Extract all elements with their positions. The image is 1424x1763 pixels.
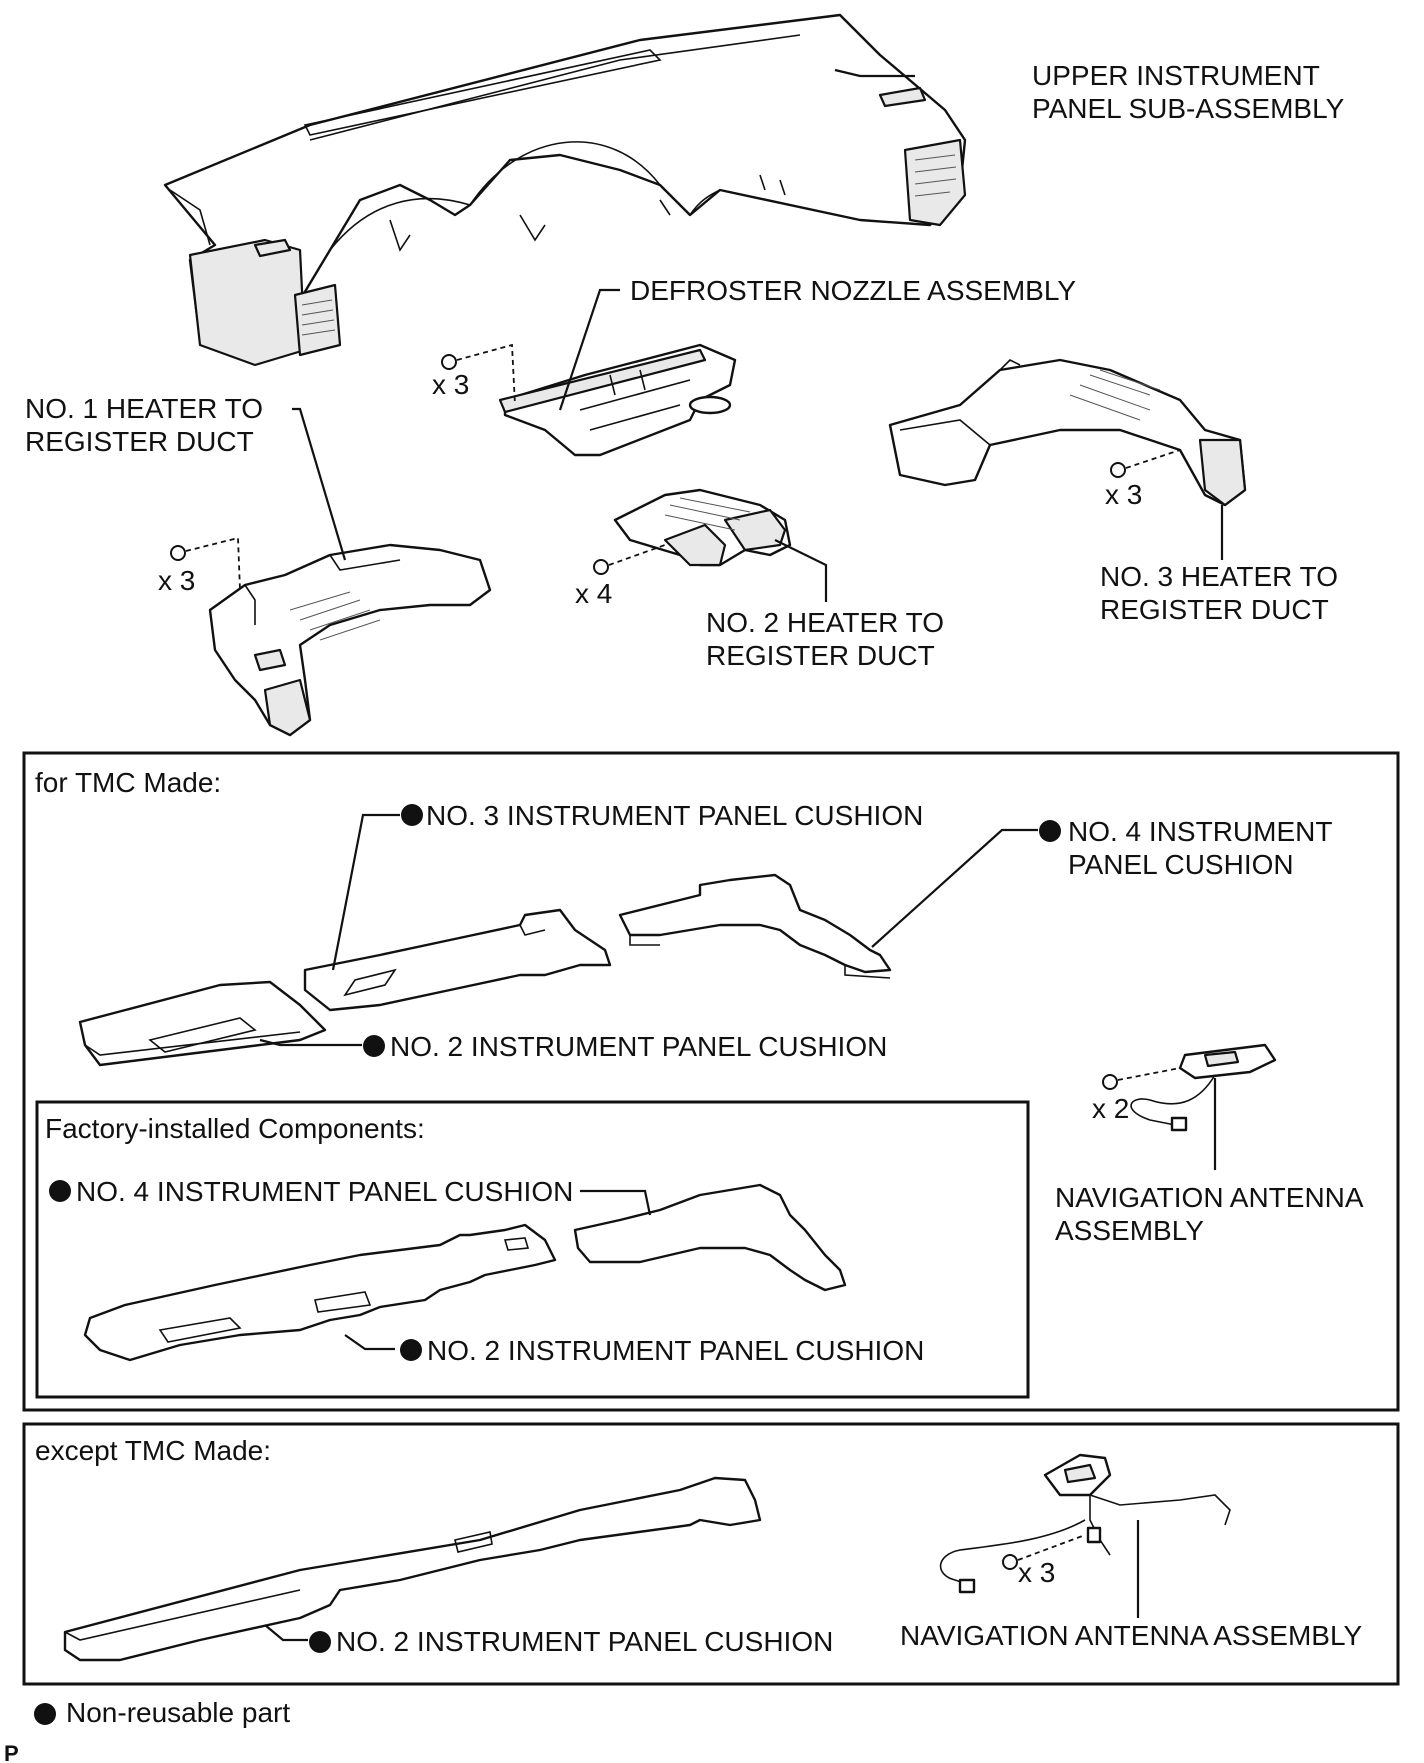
except-nav-screw [1002,1534,1086,1570]
non-reusable-marker [401,804,423,826]
no1-duct-screw [170,536,241,591]
tmc-nav-screw [1102,1067,1181,1090]
tmc-cushion4-label-line1: NO. 4 INSTRUMENT [1068,816,1332,847]
except-nav-label: NAVIGATION ANTENNA ASSEMBLY [900,1620,1362,1651]
except-section-frame [22,1422,1400,1686]
no1-duct-drawing [208,543,492,737]
corner-mark: P [4,1741,19,1763]
non-reusable-marker [1039,820,1061,842]
non-reusable-marker [309,1631,331,1653]
duct1-label-line2: REGISTER DUCT [25,426,254,457]
tmc-cushion4-drawing [618,873,892,979]
tmc-cushion3-drawing [303,908,612,1012]
duct3-label-line2: REGISTER DUCT [1100,594,1329,625]
tmc-nav-label-line2: ASSEMBLY [1055,1215,1204,1246]
except-nav-qty: x 3 [1018,1557,1055,1588]
tmc-section-frame [22,751,1400,1412]
no2-duct-drawing [613,488,792,567]
tmc-cushion3-label: NO. 3 INSTRUMENT PANEL CUSHION [426,800,923,831]
except-section-title: except TMC Made: [35,1435,271,1466]
tmc-cushion2-drawing [78,980,327,1067]
defroster-label: DEFROSTER NOZZLE ASSEMBLY [630,275,1076,306]
except-cushion2-drawing [63,1476,762,1662]
tmc-cushion2-label: NO. 2 INSTRUMENT PANEL CUSHION [390,1031,887,1062]
defroster-qty: x 3 [432,369,469,400]
factory-section-frame [35,1100,1030,1399]
factory-section-title: Factory-installed Components: [45,1113,425,1144]
no2-duct-screw [593,544,666,575]
duct3-qty: x 3 [1105,479,1142,510]
no3-duct-drawing [888,358,1247,507]
duct2-label-line2: REGISTER DUCT [706,640,935,671]
defroster-nozzle-drawing [498,343,737,457]
except-nav-antenna-drawing [939,1453,1231,1594]
legend-dot [34,1703,56,1725]
duct2-label-line1: NO. 2 HEATER TO [706,607,944,638]
factory-cushion2-label: NO. 2 INSTRUMENT PANEL CUSHION [427,1335,924,1366]
except-cushion2-label: NO. 2 INSTRUMENT PANEL CUSHION [336,1626,833,1657]
legend-non-reusable: Non-reusable part [66,1697,290,1728]
duct3-label-line1: NO. 3 HEATER TO [1100,561,1338,592]
tmc-nav-label-line1: NAVIGATION ANTENNA [1055,1182,1364,1213]
non-reusable-marker [49,1180,71,1202]
upper-instrument-panel-drawing [163,13,967,367]
tmc-nav-qty: x 2 [1092,1093,1129,1124]
tmc-cushion4-label-line2: PANEL CUSHION [1068,849,1294,880]
duct1-qty: x 3 [158,565,195,596]
tmc-nav-antenna-drawing [1130,1043,1277,1132]
upper-panel-label-line2: PANEL SUB-ASSEMBLY [1032,93,1345,124]
factory-cushion4-drawing [573,1183,847,1292]
non-reusable-marker [400,1339,422,1361]
no3-duct-screw [1110,449,1181,478]
non-reusable-marker [363,1035,385,1057]
duct2-qty: x 4 [575,578,612,609]
factory-cushion4-label: NO. 4 INSTRUMENT PANEL CUSHION [76,1176,573,1207]
tmc-section-title: for TMC Made: [35,767,221,798]
upper-panel-label-line1: UPPER INSTRUMENT [1032,60,1320,91]
defroster-screw [441,343,516,406]
factory-cushion2-drawing [83,1223,557,1362]
duct1-label-line1: NO. 1 HEATER TO [25,393,263,424]
